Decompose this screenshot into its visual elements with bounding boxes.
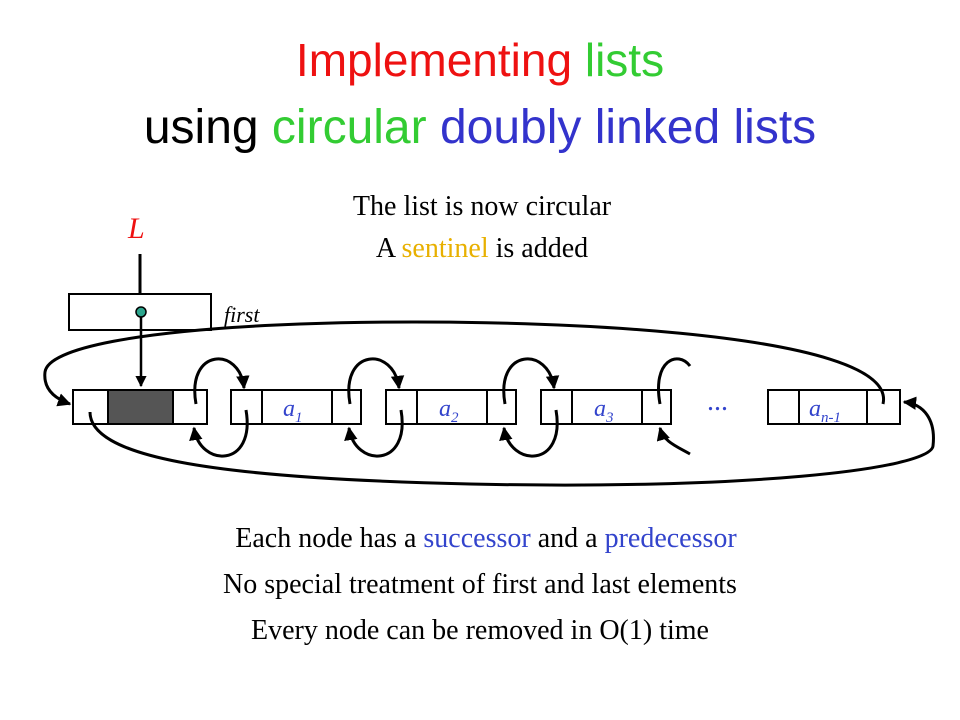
next-arrow-2 (347, 357, 405, 405)
node-a1-base: a (283, 396, 295, 422)
first-label: first (224, 302, 260, 327)
subtitle-line-2: A sentinel is added (2, 232, 960, 266)
node-a2-box (385, 389, 517, 425)
next-arrow-4 (657, 357, 692, 405)
subtitle-suffix: is added (495, 233, 589, 264)
title-word-circular: circular (271, 101, 427, 154)
wraparound-next-arrow (43, 320, 885, 407)
node-an-1-sub: n-1 (821, 410, 841, 426)
node-a1-box (230, 389, 362, 425)
node-a1-label: a1 (283, 396, 303, 426)
bottom-line-2: No special treatment of first and last e… (223, 569, 737, 600)
subtitle-line-1: The list is now circular (352, 191, 612, 222)
prev-arrow-1 (189, 409, 249, 458)
node-an-1-base: a (809, 396, 821, 422)
node-an-1-label: an-1 (809, 396, 841, 426)
node-an-1-box (767, 389, 901, 425)
node-a2-sub: 2 (451, 410, 459, 426)
subtitle-prefix: A (375, 233, 395, 264)
title-word-implementing: Implementing (295, 34, 573, 86)
sentinel-node (72, 389, 208, 425)
node-a3-box (540, 389, 672, 425)
bottom-line-3: Every node can be removed in O(1) time (251, 615, 709, 646)
node-a3: a3 (540, 389, 672, 426)
bottom-line-1-prefix: Each node has a (235, 523, 417, 554)
pointer-label-L: L (127, 212, 145, 245)
node-a1: a1 (230, 389, 362, 426)
title-word-using: using (143, 101, 259, 154)
prev-arrow-3 (499, 409, 559, 458)
prev-arrow-2 (344, 409, 404, 458)
bottom-predecessor: predecessor (604, 523, 737, 554)
title-line-2: using circular doubly linked lists (0, 98, 960, 158)
bottom-line-1-mid: and a (537, 523, 598, 554)
node-a3-base: a (594, 396, 606, 422)
prev-arrow-4 (656, 426, 691, 456)
node-a2-label: a2 (439, 396, 459, 426)
bottom-successor: successor (423, 523, 531, 554)
node-a3-sub: 3 (605, 410, 614, 426)
node-an-1: an-1 (767, 389, 901, 426)
node-a2-base: a (439, 396, 451, 422)
pointer-dot (135, 306, 147, 318)
ellipsis: ... (707, 386, 728, 417)
wraparound-prev-arrow (88, 396, 935, 487)
bottom-line-1: Each node has a successor and a predeces… (6, 522, 960, 556)
next-arrow-1 (193, 357, 250, 405)
sentinel-fill (108, 391, 173, 423)
subtitle-sentinel: sentinel (401, 233, 489, 264)
title-line-1: Implementing lists (0, 32, 960, 88)
next-arrow-3 (502, 357, 560, 405)
node-a3-label: a3 (594, 396, 614, 426)
node-a1-sub: 1 (295, 410, 303, 426)
title-words-doubly-linked-lists: doubly linked lists (439, 101, 817, 154)
node-a2: a2 (385, 389, 517, 426)
title-word-lists: lists (584, 34, 665, 86)
